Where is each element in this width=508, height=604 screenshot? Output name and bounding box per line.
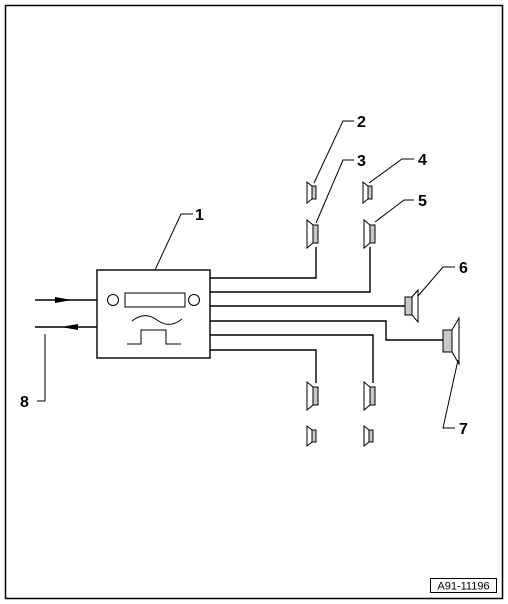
- speaker-7-subwoofer: [442, 316, 460, 366]
- callout-1: 1: [195, 207, 204, 224]
- callout-2: 2: [357, 114, 366, 131]
- right-knob-icon: [188, 294, 200, 306]
- speaker-wiring: [210, 247, 443, 383]
- square-wave-icon: [127, 329, 181, 345]
- speaker-6-center: [404, 288, 419, 324]
- callout-4: 4: [418, 152, 427, 169]
- callout-5: 5: [418, 193, 427, 210]
- radio-unit: [96, 269, 211, 359]
- callout-8: 8: [20, 394, 29, 411]
- speaker-rear-right-midrange: [363, 380, 376, 412]
- speaker-rear-left-tweeter: [306, 424, 317, 448]
- left-knob-icon: [107, 294, 119, 306]
- sine-wave-icon: [131, 315, 183, 325]
- diagram-frame: [4, 4, 504, 600]
- arrow-right-icon: [55, 297, 72, 303]
- reference-code: A91-11196: [437, 581, 489, 593]
- leader-lines: [37, 120, 459, 429]
- speaker-5-midrange: [363, 218, 376, 250]
- speaker-3-midrange: [306, 218, 319, 250]
- callout-7: 7: [459, 421, 468, 438]
- speaker-4-tweeter: [362, 180, 373, 205]
- callout-6: 6: [459, 260, 468, 277]
- reference-code-box: [430, 578, 497, 593]
- speaker-rear-right-tweeter: [363, 424, 374, 448]
- display-window: [124, 292, 186, 308]
- speaker-2-tweeter: [306, 180, 317, 205]
- arrow-left-icon: [61, 324, 78, 330]
- speaker-rear-left-midrange: [306, 380, 319, 412]
- callout-3: 3: [357, 153, 366, 170]
- signal-lines: [35, 297, 97, 330]
